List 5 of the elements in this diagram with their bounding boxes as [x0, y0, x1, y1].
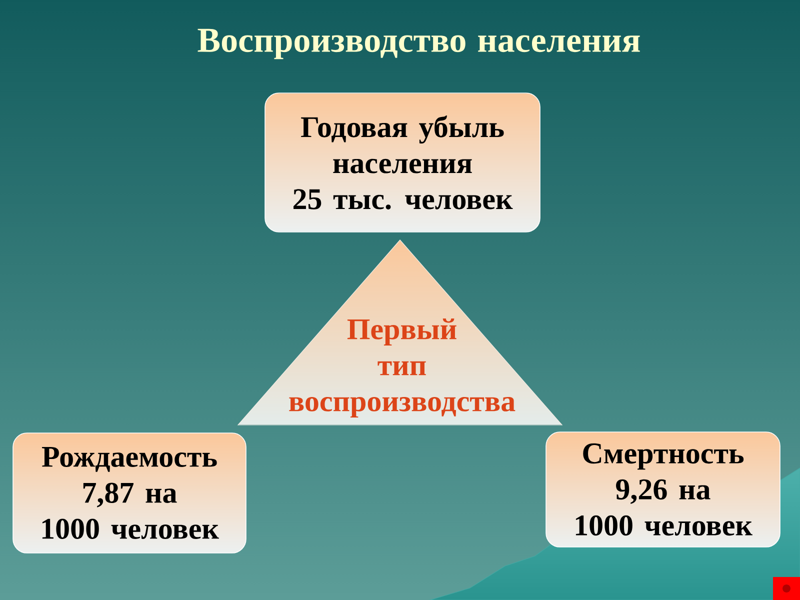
- text-box: Рождаемость 7,87 на 1000 человек: [12, 432, 246, 554]
- text-box: Годовая убыль населения 25 тыс. человек: [264, 92, 540, 232]
- node-label: Первый тип воспроизводства: [289, 318, 516, 418]
- title: Воспроизводство населения: [198, 28, 640, 60]
- text-box: Смертность 9,26 на 1000 человек: [546, 432, 780, 548]
